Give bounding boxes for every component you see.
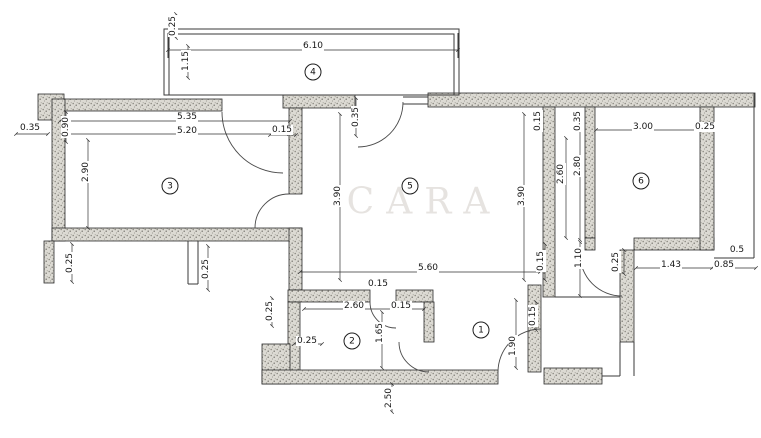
room-number-6: 6 (632, 172, 650, 190)
dimension-label: 0.85 (712, 260, 736, 270)
thin-lines-layer (163, 28, 755, 377)
room-number-3: 3 (161, 177, 179, 195)
dimension-label: 0.25 (201, 257, 211, 281)
dimension-label: 0.90 (61, 115, 71, 139)
room-number-1: 1 (472, 321, 490, 339)
dimension-label: 0.15 (270, 125, 294, 135)
dimension-label: 2.50 (384, 386, 394, 410)
dimension-label: 2.90 (81, 160, 91, 184)
dimension-label: 3.90 (333, 184, 343, 208)
dimension-label: 2.80 (573, 154, 583, 178)
dimension-label: 0.35 (573, 109, 583, 133)
dimension-label: 0.25 (265, 299, 275, 323)
walls-layer (37, 92, 756, 385)
dimension-label: 0.25 (168, 14, 178, 38)
dimension-label: 0.15 (536, 249, 546, 273)
room-number-5: 5 (401, 177, 419, 195)
dimension-label: 5.60 (416, 263, 440, 273)
dimension-label: 0.35 (18, 123, 42, 133)
dimension-label: 0.25 (611, 250, 621, 274)
dimension-label: 0.35 (351, 105, 361, 129)
dimension-label: 0.5 (728, 245, 746, 255)
dimension-label: 2.60 (556, 162, 566, 186)
dimension-label: 6.10 (301, 41, 325, 51)
dimension-label: 0.15 (528, 304, 538, 328)
dimension-label: 5.20 (175, 126, 199, 136)
dimension-label: 1.90 (508, 334, 518, 358)
dimension-label: 1.43 (659, 260, 683, 270)
dimension-label: 2.60 (342, 301, 366, 311)
room-number-2: 2 (343, 332, 361, 350)
dimension-label: 0.15 (366, 279, 390, 289)
dimension-label: 1.15 (181, 49, 191, 73)
dimension-label: 1.65 (375, 321, 385, 345)
dimension-label: 1.10 (574, 246, 584, 270)
dimension-label: 0.15 (389, 301, 413, 311)
dimension-label: 3.00 (631, 122, 655, 132)
dimension-label: 0.25 (693, 122, 717, 132)
dimension-label: 0.25 (65, 251, 75, 275)
dimension-label: 0.15 (533, 109, 543, 133)
room-number-4: 4 (304, 63, 322, 81)
dimension-label: 0.25 (295, 336, 319, 346)
dimension-label: 5.35 (175, 112, 199, 122)
watermark: CARA (346, 181, 502, 223)
dimension-label: 3.90 (517, 184, 527, 208)
